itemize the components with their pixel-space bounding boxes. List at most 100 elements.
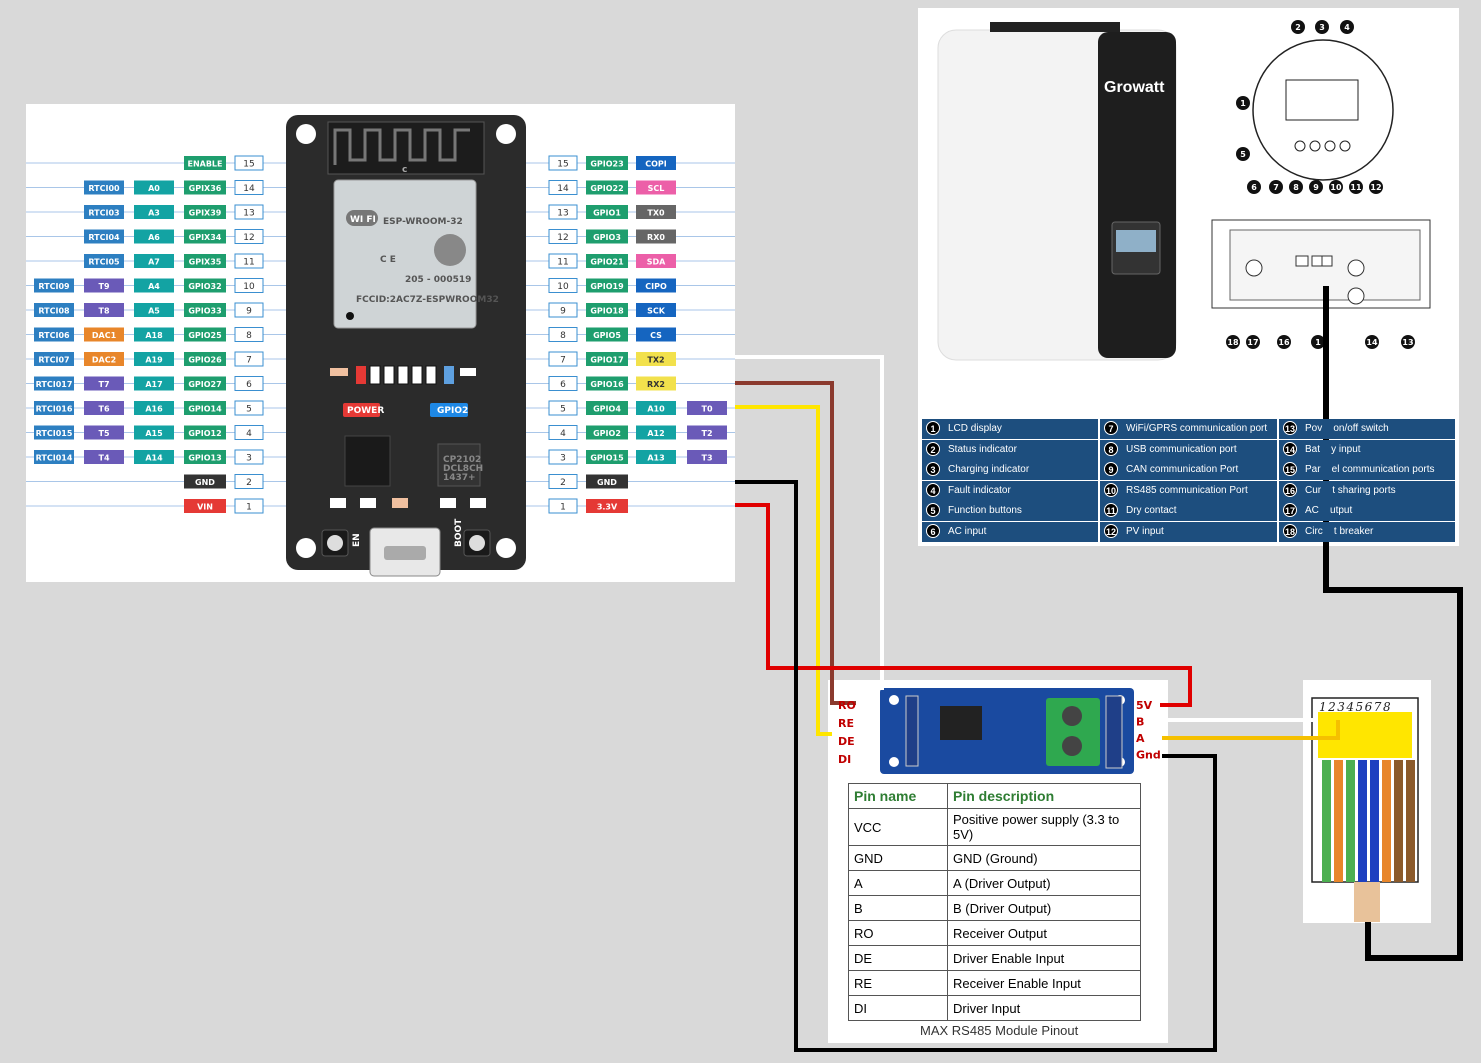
callout-circle: [1315, 20, 1329, 34]
pin-number: 10: [243, 282, 255, 292]
pin-number: 10: [557, 282, 569, 292]
bottom-ports-closeup: [1211, 219, 1431, 309]
pin-function-text: SCK: [647, 307, 666, 316]
pin-number-box: [548, 327, 578, 342]
pin-function-label: [34, 303, 74, 317]
inverter-brand: Growatt: [1104, 79, 1165, 96]
rs485-left-pin: DI: [838, 753, 851, 766]
pin-function-text: GPIO3: [593, 233, 621, 242]
pin-number-box: [234, 180, 264, 195]
callout-circle: [1329, 180, 1343, 194]
pin-name-cell: DI: [848, 995, 948, 1021]
pin-number-box: [234, 425, 264, 440]
callout-number: 9: [1313, 183, 1319, 192]
pin-function-label: [636, 278, 676, 293]
pin-function-label: [84, 425, 124, 440]
pin-number: 2: [560, 478, 566, 488]
pin-number: 8: [560, 331, 566, 341]
wires: [735, 286, 1463, 1052]
pin-function-text: DAC2: [92, 356, 116, 365]
pin-number: 8: [246, 331, 252, 341]
pin-function-text: RX0: [647, 233, 665, 242]
fcc-id: FCCID:2AC7Z-ESPWROOM32: [356, 295, 499, 305]
pin-function-text: RTCI09: [38, 282, 70, 291]
pin-description-cell: GND (Ground): [947, 845, 1141, 871]
pin-function-label: [134, 180, 174, 195]
table-header-row: Pin name Pin description: [848, 783, 1141, 809]
legend-text: LCD display: [948, 423, 1002, 434]
pin-function-label: [586, 401, 628, 415]
pin-function-text: A10: [647, 405, 665, 414]
pin-function-text: 3.3V: [597, 503, 618, 512]
callout-number: 5: [1240, 150, 1246, 159]
pin-name-cell: DE: [848, 945, 948, 971]
pin-function-label: [586, 205, 628, 219]
rj45-pin-numbers: 12345678: [1319, 700, 1392, 714]
legend-text: Function buttons: [948, 505, 1022, 517]
pin-function-label: [184, 303, 226, 317]
pin-description-cell: Receiver Enable Input: [947, 970, 1141, 996]
pin-function-label: [586, 450, 628, 464]
pin-function-label: [84, 278, 124, 293]
pin-number-box: [234, 400, 264, 416]
pin-function-text: A12: [647, 429, 664, 438]
legend-number: 16: [1283, 482, 1297, 497]
pin-function-text: RTCI03: [88, 209, 119, 218]
pin-function-text: GND: [195, 478, 215, 487]
callout-circle: [1247, 180, 1261, 194]
callout-number: 1: [1240, 99, 1246, 108]
pin-function-label: [134, 401, 174, 415]
pin-function-label: [84, 376, 124, 391]
pin-function-text: GPIO1: [593, 209, 621, 218]
pin-name-cell: GND: [848, 845, 948, 871]
legend-number: 11: [1104, 503, 1118, 518]
pin-function-label: [34, 278, 74, 293]
pin-function-label: [134, 254, 174, 268]
wire-brown-ro: [735, 381, 856, 705]
callout-circle: [1340, 20, 1354, 34]
pin-function-text: GPIO33: [188, 307, 221, 316]
pin-number: 5: [560, 405, 566, 415]
pin-function-label: [84, 180, 124, 195]
pin-function-text: GPIO4: [593, 405, 621, 414]
legend-text: Par el communication ports: [1305, 464, 1435, 476]
svg-text:WI FI: WI FI: [350, 215, 376, 225]
pin-function-label: [134, 450, 174, 464]
pin-function-text: RTCI07: [38, 356, 69, 365]
pin-description-cell: A (Driver Output): [947, 870, 1141, 896]
pin-function-label: [687, 450, 727, 464]
callout-circle: [1349, 180, 1363, 194]
legend-number: 4: [926, 482, 940, 497]
callout-circle: [1236, 96, 1250, 110]
pin-function-label: [636, 156, 676, 170]
svg-text:c: c: [402, 165, 407, 175]
callout-circle: [1401, 335, 1415, 349]
callout-number: 3: [1319, 23, 1325, 32]
pin-function-label: [34, 376, 74, 391]
callout-circle: [1369, 180, 1383, 194]
rs485-left-pin: RO: [838, 699, 856, 712]
legend-number: 17: [1283, 503, 1297, 518]
pin-function-text: GPIO14: [188, 405, 222, 414]
wifi-logo-icon: [434, 234, 466, 266]
pin-function-label: [184, 205, 226, 219]
cert-number: 205 - 000519: [405, 275, 471, 285]
pin-function-text: DAC1: [92, 331, 117, 340]
pin-function-text: RTCI016: [36, 405, 73, 414]
callout-circle: [1246, 335, 1260, 349]
pin-number-box: [548, 278, 578, 293]
pin-function-text: GPIO21: [590, 258, 624, 267]
pin-function-label: [687, 401, 727, 415]
pin-function-label: [34, 425, 74, 440]
pin-function-label: [586, 303, 628, 317]
